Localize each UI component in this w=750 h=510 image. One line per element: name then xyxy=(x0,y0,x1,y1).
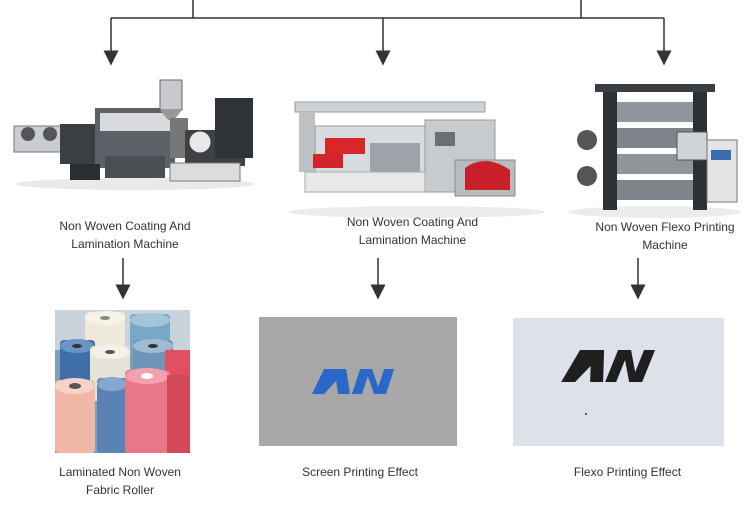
machine-label-coating-lamination-2: Non Woven Coating And Lamination Machine xyxy=(330,213,495,249)
machine-label-line: Lamination Machine xyxy=(71,237,179,251)
product-label-line: Fabric Roller xyxy=(85,483,154,497)
screen-printing-machine-image xyxy=(289,101,545,218)
machine-label-line: Machine xyxy=(642,238,688,252)
machine-label-coating-lamination: Non Woven Coating And Lamination Machine xyxy=(50,217,200,253)
machine-label-line: Non Woven Coating And xyxy=(59,219,191,233)
machine-label-line: Non Woven Coating And xyxy=(346,215,479,229)
product-label-screen-printing: Screen Printing Effect xyxy=(280,463,440,481)
coating-lamination-machine-image xyxy=(13,79,255,190)
product-label-line: Screen Printing Effect xyxy=(302,465,418,479)
an-logo-dark xyxy=(561,350,656,415)
machine-label-flexo: Non Woven Flexo Printing Machine xyxy=(590,218,740,254)
product-label-laminated-roller: Laminated Non Woven Fabric Roller xyxy=(40,463,200,499)
flexo-printing-effect-photo xyxy=(513,318,724,446)
flexo-printing-machine-image xyxy=(569,84,741,218)
screen-printing-effect-photo xyxy=(259,317,457,446)
product-label-line: Flexo Printing Effect xyxy=(573,465,682,479)
product-label-flexo-printing: Flexo Printing Effect xyxy=(545,463,710,481)
product-label-line: Laminated Non Woven xyxy=(59,465,181,479)
machine-label-line: Non Woven Flexo Printing xyxy=(595,220,735,234)
an-logo-blue xyxy=(311,369,395,394)
machine-label-line: Lamination Machine xyxy=(358,233,467,247)
laminated-fabric-rolls-photo xyxy=(55,310,190,453)
